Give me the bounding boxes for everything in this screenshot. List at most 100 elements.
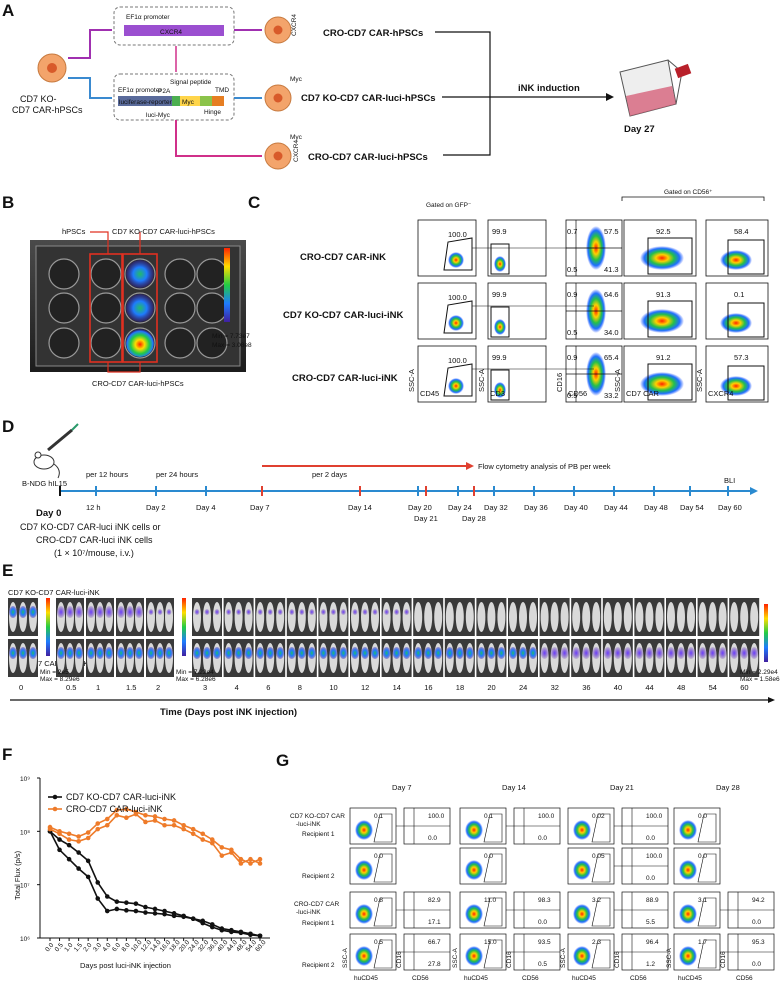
flow-value: 34.0 — [604, 328, 619, 337]
series-point — [248, 856, 253, 862]
bli-signal — [214, 609, 220, 615]
series-point — [171, 822, 177, 828]
series-point — [257, 861, 263, 866]
flow-value: 0.9 — [567, 290, 577, 299]
legend-label: CD7 KO-CD7 CAR-luci-iNK — [66, 792, 176, 802]
series-point — [200, 831, 206, 837]
bli-mouse — [718, 602, 727, 632]
bli-signal — [340, 609, 346, 615]
scale3-min: Min = 2.29e4 — [740, 669, 778, 676]
arrow-to-line3 — [175, 120, 262, 157]
scale3-max: Max = 1.58e6 — [740, 676, 780, 683]
bli-day: 4 — [235, 683, 239, 692]
bli-signal — [434, 647, 443, 659]
bli-signal — [352, 609, 358, 615]
g-value-bottom: 0.0 — [538, 835, 547, 842]
bli-signal — [698, 647, 707, 659]
bli-signal — [582, 647, 591, 659]
g-gate-value: 1.7 — [698, 939, 707, 946]
x-tick-label: 0.0 — [44, 942, 55, 954]
flow-value: 99.9 — [492, 353, 507, 362]
flow-value: 92.5 — [656, 227, 671, 236]
series-line — [49, 830, 261, 937]
g-value-top: 88.9 — [646, 897, 659, 904]
x-tick-label: 1.5 — [73, 942, 84, 954]
cell-line1: CXCR4 — [264, 14, 298, 44]
bli-signal — [29, 606, 37, 618]
plate-scale-bar — [224, 248, 230, 322]
bli-day: 14 — [393, 683, 401, 692]
g-dots — [465, 860, 483, 880]
g-y-label: CD16 — [614, 951, 621, 968]
well — [164, 327, 196, 359]
g-value-top: 98.3 — [538, 897, 551, 904]
bli-day: 48 — [677, 683, 685, 692]
series-point — [219, 853, 225, 858]
bli-signal — [655, 647, 664, 659]
tick-blue-label: Day 4 — [196, 503, 216, 512]
bli-day: 16 — [424, 683, 432, 692]
x-tick-label: 0.5 — [54, 942, 65, 954]
construct1-gene: CXCR4 — [160, 29, 182, 36]
g-y-label: CD16 — [720, 951, 727, 968]
flow-gate — [647, 237, 693, 275]
bli-signal — [57, 606, 65, 618]
g-value-top: 100.0 — [428, 813, 445, 820]
construct2-tmd-block — [212, 96, 224, 106]
bli-mouse — [550, 602, 559, 632]
construct2-tmd: TMD — [215, 87, 229, 94]
hpsc-cell-left — [37, 53, 67, 83]
bli-mouse — [677, 602, 685, 632]
bli-day: 3 — [203, 683, 207, 692]
bli-mouse — [455, 602, 464, 632]
flow-value: 100.0 — [448, 230, 467, 239]
bli-mouse — [203, 602, 211, 632]
bli-signal — [529, 647, 537, 659]
bli-signal — [445, 647, 454, 659]
g-dots — [355, 904, 373, 924]
bli-day: 20 — [487, 683, 495, 692]
bli-time-arrowhead — [768, 697, 775, 703]
bli-mouse — [382, 602, 391, 632]
flow-dots — [640, 246, 684, 270]
bli-mouse — [402, 602, 411, 632]
flow-value: 0.1 — [734, 290, 744, 299]
tick-blue-label: Day 24 — [448, 503, 472, 512]
series-point — [190, 831, 196, 837]
bli-signal — [96, 647, 104, 659]
bli-signal — [497, 647, 506, 659]
bli-signal — [329, 647, 338, 659]
flow-value: 0.5 — [567, 265, 577, 274]
bli-signal — [635, 647, 644, 659]
flow-value: 100.0 — [448, 293, 467, 302]
panel-e: E CD7 KO-CD7 CAR-luci-iNK CRO-CD7 CAR-lu… — [2, 561, 780, 718]
bli-signal — [57, 647, 65, 659]
bli-signal — [382, 647, 391, 659]
flow-value: 100.0 — [448, 356, 467, 365]
mouse-label: B-NDG hIL15 — [22, 479, 67, 488]
bli-scale-bar — [764, 604, 768, 662]
series-point — [143, 819, 148, 825]
per24-label: per 24 hours — [156, 470, 198, 479]
g-value-bottom: 0.0 — [428, 835, 437, 842]
bli-signal — [351, 647, 359, 659]
flow-gate — [727, 365, 765, 401]
series-point — [114, 807, 120, 813]
bli-day: 6 — [266, 683, 270, 692]
bli-mouse — [361, 602, 369, 632]
g-x-label: huCD45 — [678, 975, 702, 982]
bli-signal — [550, 647, 559, 659]
construct2-myc-block — [180, 96, 200, 106]
bli-signal — [19, 647, 27, 659]
g-value-bottom: 0.5 — [538, 961, 547, 968]
bli-mouse — [276, 602, 285, 632]
bli-scale-bar — [182, 598, 186, 656]
well-signal — [126, 260, 154, 288]
series-point — [124, 900, 129, 905]
bli-mouse — [224, 602, 233, 632]
flow-x-label: CXCR4 — [708, 389, 733, 398]
series-point — [143, 904, 148, 910]
tick-blue-label: Day 20 — [408, 503, 432, 512]
